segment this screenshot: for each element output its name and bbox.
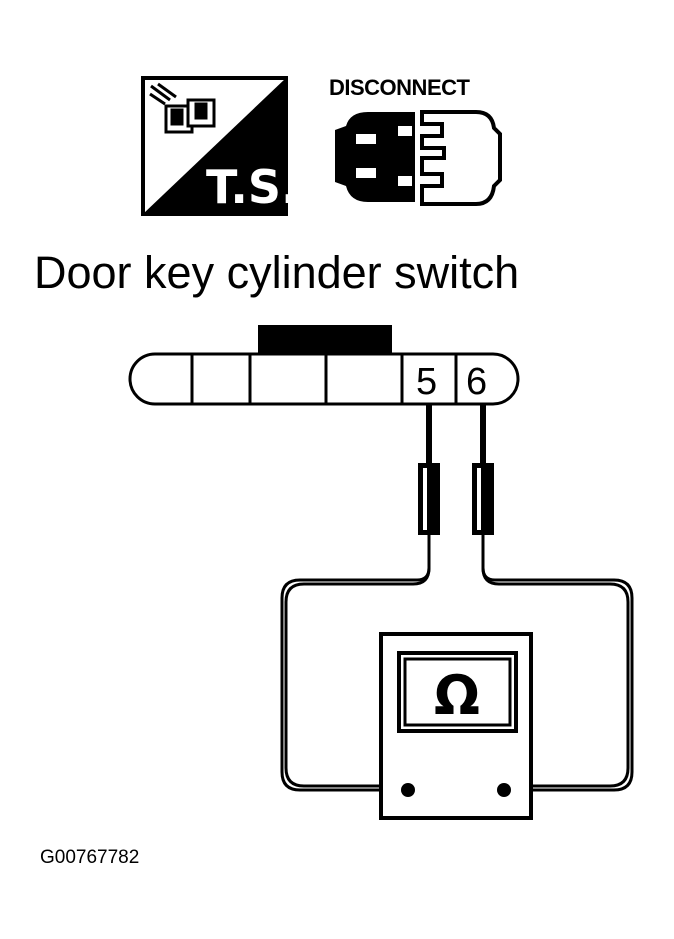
connector: 5 6 (128, 325, 520, 406)
pin-slot-icon (356, 168, 376, 178)
disconnect-icon-label: DISCONNECT (329, 75, 471, 100)
meter-display (397, 651, 518, 733)
disconnect-icon: DISCONNECT (329, 75, 502, 206)
test-leads (277, 404, 634, 795)
ohmmeter: Ω (379, 632, 533, 820)
probe-right (472, 463, 494, 535)
pin-slot-icon (398, 176, 412, 186)
page-title: Door key cylinder switch (34, 247, 519, 298)
ts-icon: T.S. (141, 76, 298, 216)
ohm-symbol: Ω (434, 664, 480, 727)
connector-block-icon (149, 82, 216, 134)
terminal-label: 5 (416, 361, 437, 403)
pin-slot-icon (398, 126, 412, 136)
connector-lock-tab (258, 325, 392, 355)
meter-terminal-right (497, 783, 511, 797)
terminal-label: 6 (466, 361, 487, 403)
connector-half-right-icon (420, 110, 502, 206)
connector-half-left-icon (335, 112, 415, 202)
pin-slot-icon (356, 134, 376, 144)
figure-code: G00767782 (40, 847, 139, 868)
probe-left (418, 463, 440, 535)
ts-icon-label: T.S. (206, 160, 298, 214)
meter-terminal-left (401, 783, 415, 797)
